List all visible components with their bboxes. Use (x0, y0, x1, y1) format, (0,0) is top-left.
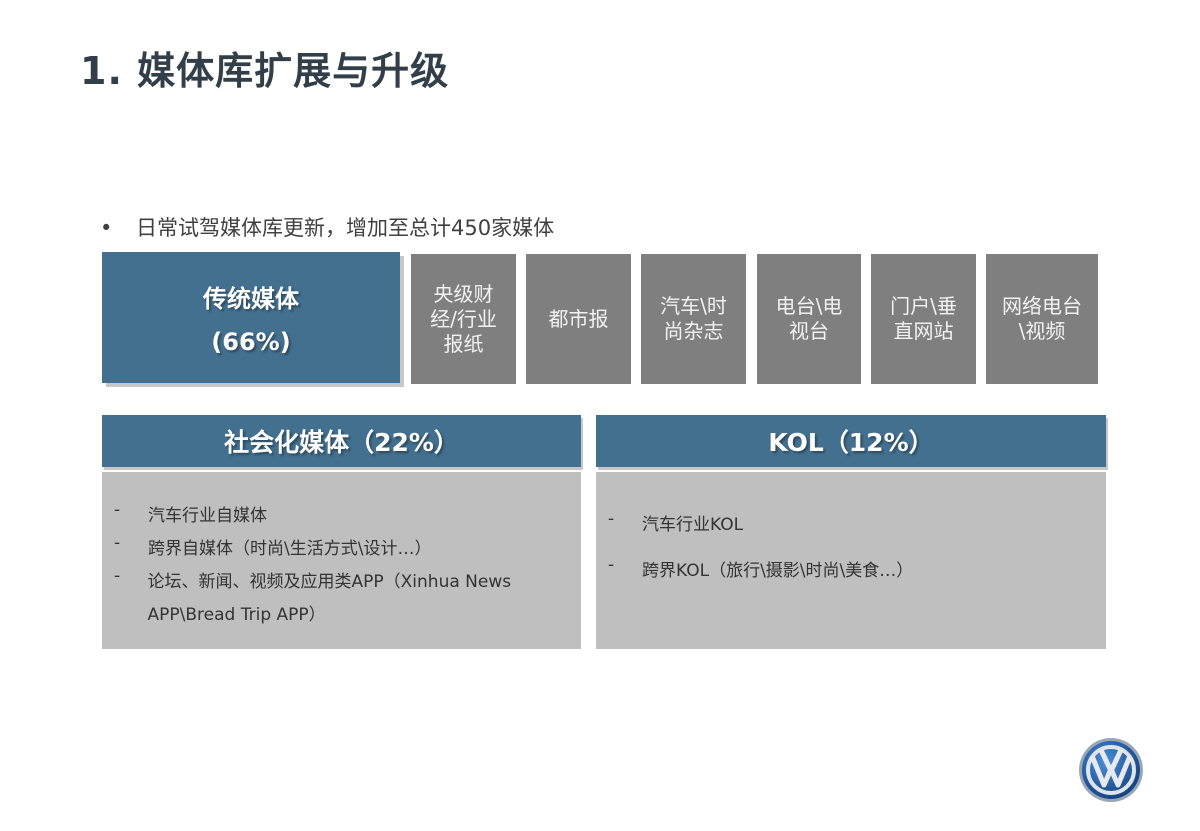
subtype-box: 都市报 (526, 254, 631, 384)
list-item: - 汽车行业自媒体 (114, 500, 267, 526)
list-item: - 论坛、新闻、视频及应用类APP（Xinhua News APP\Bread … (114, 566, 512, 625)
kol-panel: - 汽车行业KOL - 跨界KOL（旅行\摄影\时尚\美食…） (596, 472, 1106, 649)
summary-bullet: • 日常试驾媒体库更新，增加至总计450家媒体 (100, 212, 554, 242)
subtype-box: 电台\电 视台 (757, 254, 861, 384)
kol-header: KOL（12%） (596, 415, 1106, 467)
subtype-box: 网络电台 \视频 (986, 254, 1098, 384)
page-title: 1. 媒体库扩展与升级 (80, 49, 450, 93)
social-media-panel: - 汽车行业自媒体 - 跨界自媒体（时尚\生活方式\设计…） - 论坛、新闻、视… (102, 472, 581, 649)
subtype-box: 汽车\时 尚杂志 (641, 254, 746, 384)
vw-logo-icon (1078, 737, 1144, 803)
bullet-text: 日常试驾媒体库更新，增加至总计450家媒体 (136, 216, 555, 240)
list-item: - 汽车行业KOL (608, 509, 744, 535)
traditional-media-box: 传统媒体 (66%) (102, 252, 400, 383)
list-item: - 跨界自媒体（时尚\生活方式\设计…） (114, 533, 432, 559)
bullet-marker: • (100, 216, 113, 240)
list-item: - 跨界KOL（旅行\摄影\时尚\美食…） (608, 555, 914, 581)
subtype-box: 央级财 经/行业 报纸 (411, 254, 516, 384)
subtype-box: 门户\垂 直网站 (871, 254, 976, 384)
traditional-media-label: 传统媒体 (203, 285, 299, 313)
social-media-header: 社会化媒体（22%） (102, 415, 581, 467)
traditional-media-percent: (66%) (211, 328, 291, 356)
